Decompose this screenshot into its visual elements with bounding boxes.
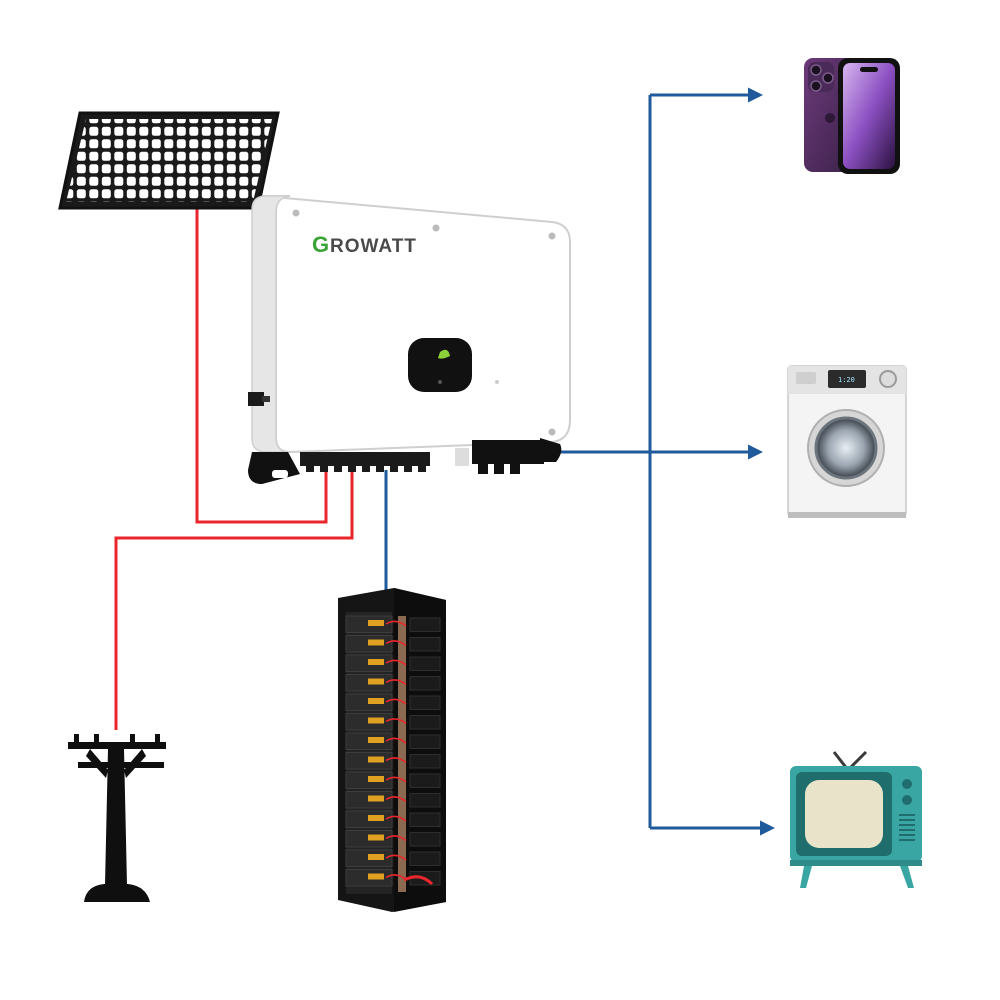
television-icon xyxy=(790,750,922,888)
washing-machine-icon: 1:20 xyxy=(787,365,907,518)
tv-knob[interactable] xyxy=(902,779,912,789)
growatt-inverter-icon: G ROWATT xyxy=(248,195,571,484)
battery-module xyxy=(345,771,441,789)
screw xyxy=(292,209,300,217)
washer-display xyxy=(828,370,866,388)
battery-module xyxy=(345,713,441,731)
battery-module xyxy=(345,810,441,828)
apple-logo-icon xyxy=(825,113,835,123)
battery-module xyxy=(345,635,441,653)
ac-wires xyxy=(384,87,775,836)
brand-name: ROWATT xyxy=(330,236,417,257)
tv-screen xyxy=(805,780,883,848)
washer-dial[interactable] xyxy=(879,370,897,388)
utility-pole-icon xyxy=(68,734,166,902)
battery-module xyxy=(345,791,441,809)
battery-module xyxy=(345,830,441,848)
tv-knob[interactable] xyxy=(902,795,912,805)
screw xyxy=(432,224,440,232)
battery-module xyxy=(345,732,441,750)
battery-module xyxy=(345,849,441,867)
connector-row xyxy=(300,452,430,472)
dc-wires xyxy=(114,205,354,730)
battery-module xyxy=(345,674,441,692)
battery-module xyxy=(345,654,441,672)
solar-wire xyxy=(195,205,328,524)
screw xyxy=(548,428,556,436)
inverter-display xyxy=(408,338,472,392)
washer-display-text: 1:20 xyxy=(838,376,855,384)
ac-terminal-row xyxy=(472,440,544,474)
battery-module xyxy=(345,693,441,711)
screw xyxy=(548,232,556,240)
battery-rack-icon xyxy=(338,588,446,912)
smartphone-icon xyxy=(804,58,900,174)
solar-panel-icon xyxy=(58,111,280,210)
washer-door[interactable] xyxy=(814,416,878,480)
leaf-icon xyxy=(438,349,450,359)
battery-module xyxy=(345,615,441,633)
grid-wire xyxy=(114,470,354,730)
battery-module xyxy=(345,752,441,770)
brand-initial: G xyxy=(312,232,329,257)
dc-switch-knob xyxy=(248,392,264,406)
